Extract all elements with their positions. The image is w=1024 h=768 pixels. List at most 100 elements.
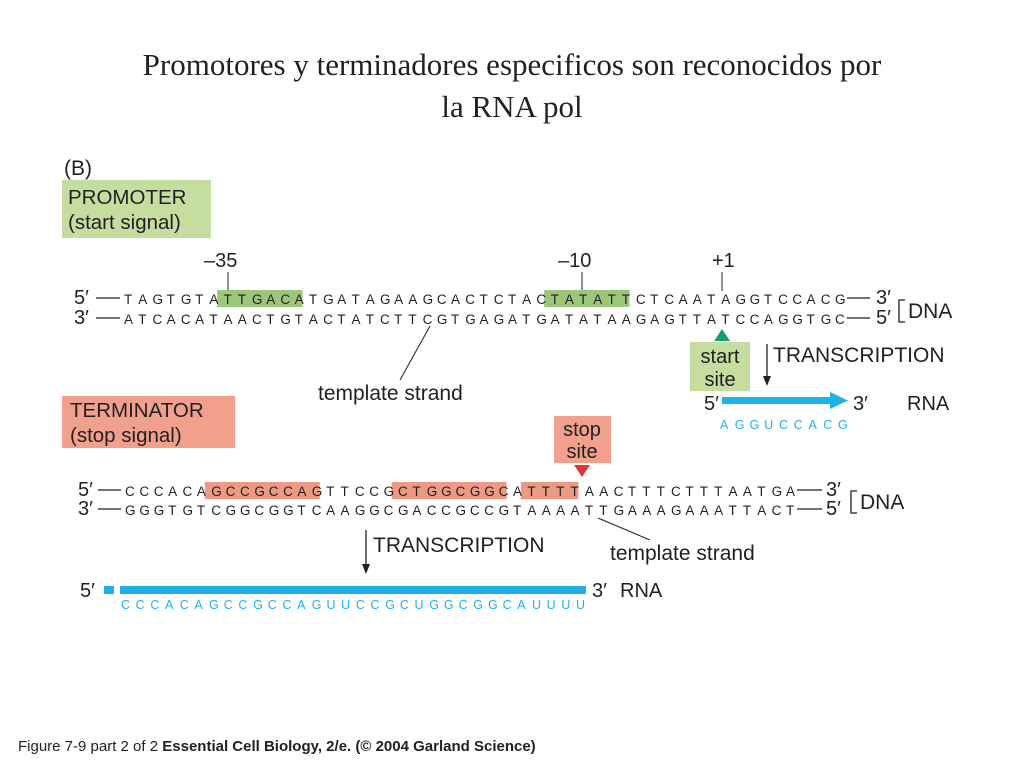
base-letter: A (714, 503, 723, 518)
base-letter: A (295, 292, 304, 307)
base-letter: T (224, 292, 232, 307)
base-letter: C (750, 312, 760, 327)
base-letter: T (650, 292, 658, 307)
base-letter: T (579, 292, 587, 307)
terminator-dna-bracket (850, 490, 857, 514)
base-letter: A (266, 292, 275, 307)
base-letter: G (444, 598, 454, 612)
terminator-template-pointer (597, 517, 651, 541)
base-letter: C (154, 484, 164, 499)
base-letter: G (494, 312, 505, 327)
base-letter: G (792, 312, 803, 327)
base-letter: C (181, 312, 191, 327)
base-letter: C (282, 598, 291, 612)
base-letter: C (380, 312, 390, 327)
promoter-highlights (217, 290, 630, 307)
terminator-bottom-5prime: 5′ (826, 498, 841, 520)
base-letter: G (470, 484, 481, 499)
base-letter: T (807, 312, 815, 327)
base-letter: G (838, 418, 848, 432)
base-letter: A (238, 312, 247, 327)
base-letter: A (764, 312, 773, 327)
position-plus-1: +1 (712, 250, 735, 272)
base-letter: G (735, 292, 746, 307)
promoter-top-3prime: 3′ (876, 287, 891, 309)
base-letter: T (480, 292, 488, 307)
promoter-label-box (62, 180, 211, 238)
promoter-rna-arrowhead (830, 392, 848, 409)
base-letter: G (369, 503, 380, 518)
base-letter: C (437, 292, 447, 307)
figure-caption: Figure 7-9 part 2 of 2 Essential Cell Bi… (18, 738, 536, 755)
base-letter: G (473, 598, 483, 612)
base-letter: G (488, 598, 498, 612)
base-letter: T (352, 292, 360, 307)
base-letter: A (565, 292, 574, 307)
base-letter: T (593, 312, 601, 327)
base-letter: G (821, 312, 832, 327)
base-letter: A (622, 312, 631, 327)
base-letter: T (729, 503, 737, 518)
base-letter: U (547, 598, 556, 612)
base-letter: A (167, 312, 176, 327)
base-letter: C (211, 503, 221, 518)
terminator-top-3prime: 3′ (826, 479, 841, 501)
base-letter: A (522, 292, 531, 307)
base-letter: C (664, 292, 674, 307)
base-letter: A (165, 598, 174, 612)
base-letter: C (671, 484, 681, 499)
base-letter: G (240, 503, 251, 518)
terminator-highlights (204, 482, 579, 499)
base-letter: C (355, 484, 365, 499)
base-letter: C (441, 503, 451, 518)
base-letter: C (400, 598, 409, 612)
base-letter: C (821, 292, 831, 307)
base-letter: C (371, 598, 380, 612)
base-letter: C (121, 598, 130, 612)
base-letter: T (721, 312, 729, 327)
base-letter: C (823, 418, 832, 432)
base-letter: A (297, 484, 306, 499)
base-letter: A (138, 292, 147, 307)
base-letter: T (513, 503, 521, 518)
base-letter: T (764, 292, 772, 307)
base-letter: C (224, 598, 233, 612)
base-letter: A (197, 484, 206, 499)
base-letter: C (280, 292, 290, 307)
terminator-label-title: TERMINATOR (70, 399, 204, 422)
position-minus-10: –10 (558, 250, 591, 272)
base-letter: T (337, 312, 345, 327)
promoter-bottom-5prime: 5′ (876, 307, 891, 329)
base-letter: A (607, 312, 616, 327)
caption-figure-ref: Figure 7-9 part 2 of 2 (18, 738, 159, 755)
base-letter: A (408, 292, 417, 307)
base-letter: G (441, 484, 452, 499)
base-letter: T (585, 503, 593, 518)
base-letter: C (494, 292, 504, 307)
base-letter: C (226, 484, 236, 499)
base-letter: A (124, 312, 133, 327)
promoter-bottom-3prime: 3′ (74, 307, 89, 329)
terminator-label-box (62, 396, 235, 448)
base-letter: T (167, 292, 175, 307)
base-letter: A (650, 312, 659, 327)
base-letter: G (427, 484, 438, 499)
base-letter: A (685, 503, 694, 518)
base-letter: A (642, 503, 651, 518)
base-letter: C (254, 503, 264, 518)
base-letter: G (423, 292, 434, 307)
base-letter: T (622, 292, 630, 307)
base-letter: G (614, 503, 625, 518)
promoter-template-pointer (399, 325, 431, 381)
base-letter: T (309, 292, 317, 307)
base-letter: A (366, 292, 375, 307)
base-letter: T (522, 312, 530, 327)
base-letter: T (297, 503, 305, 518)
base-letter: C (772, 503, 782, 518)
promoter-rna-3prime: 3′ (853, 393, 868, 415)
base-letter: A (807, 292, 816, 307)
base-letter: T (341, 484, 349, 499)
base-letter: T (714, 484, 722, 499)
base-letter: A (786, 484, 795, 499)
